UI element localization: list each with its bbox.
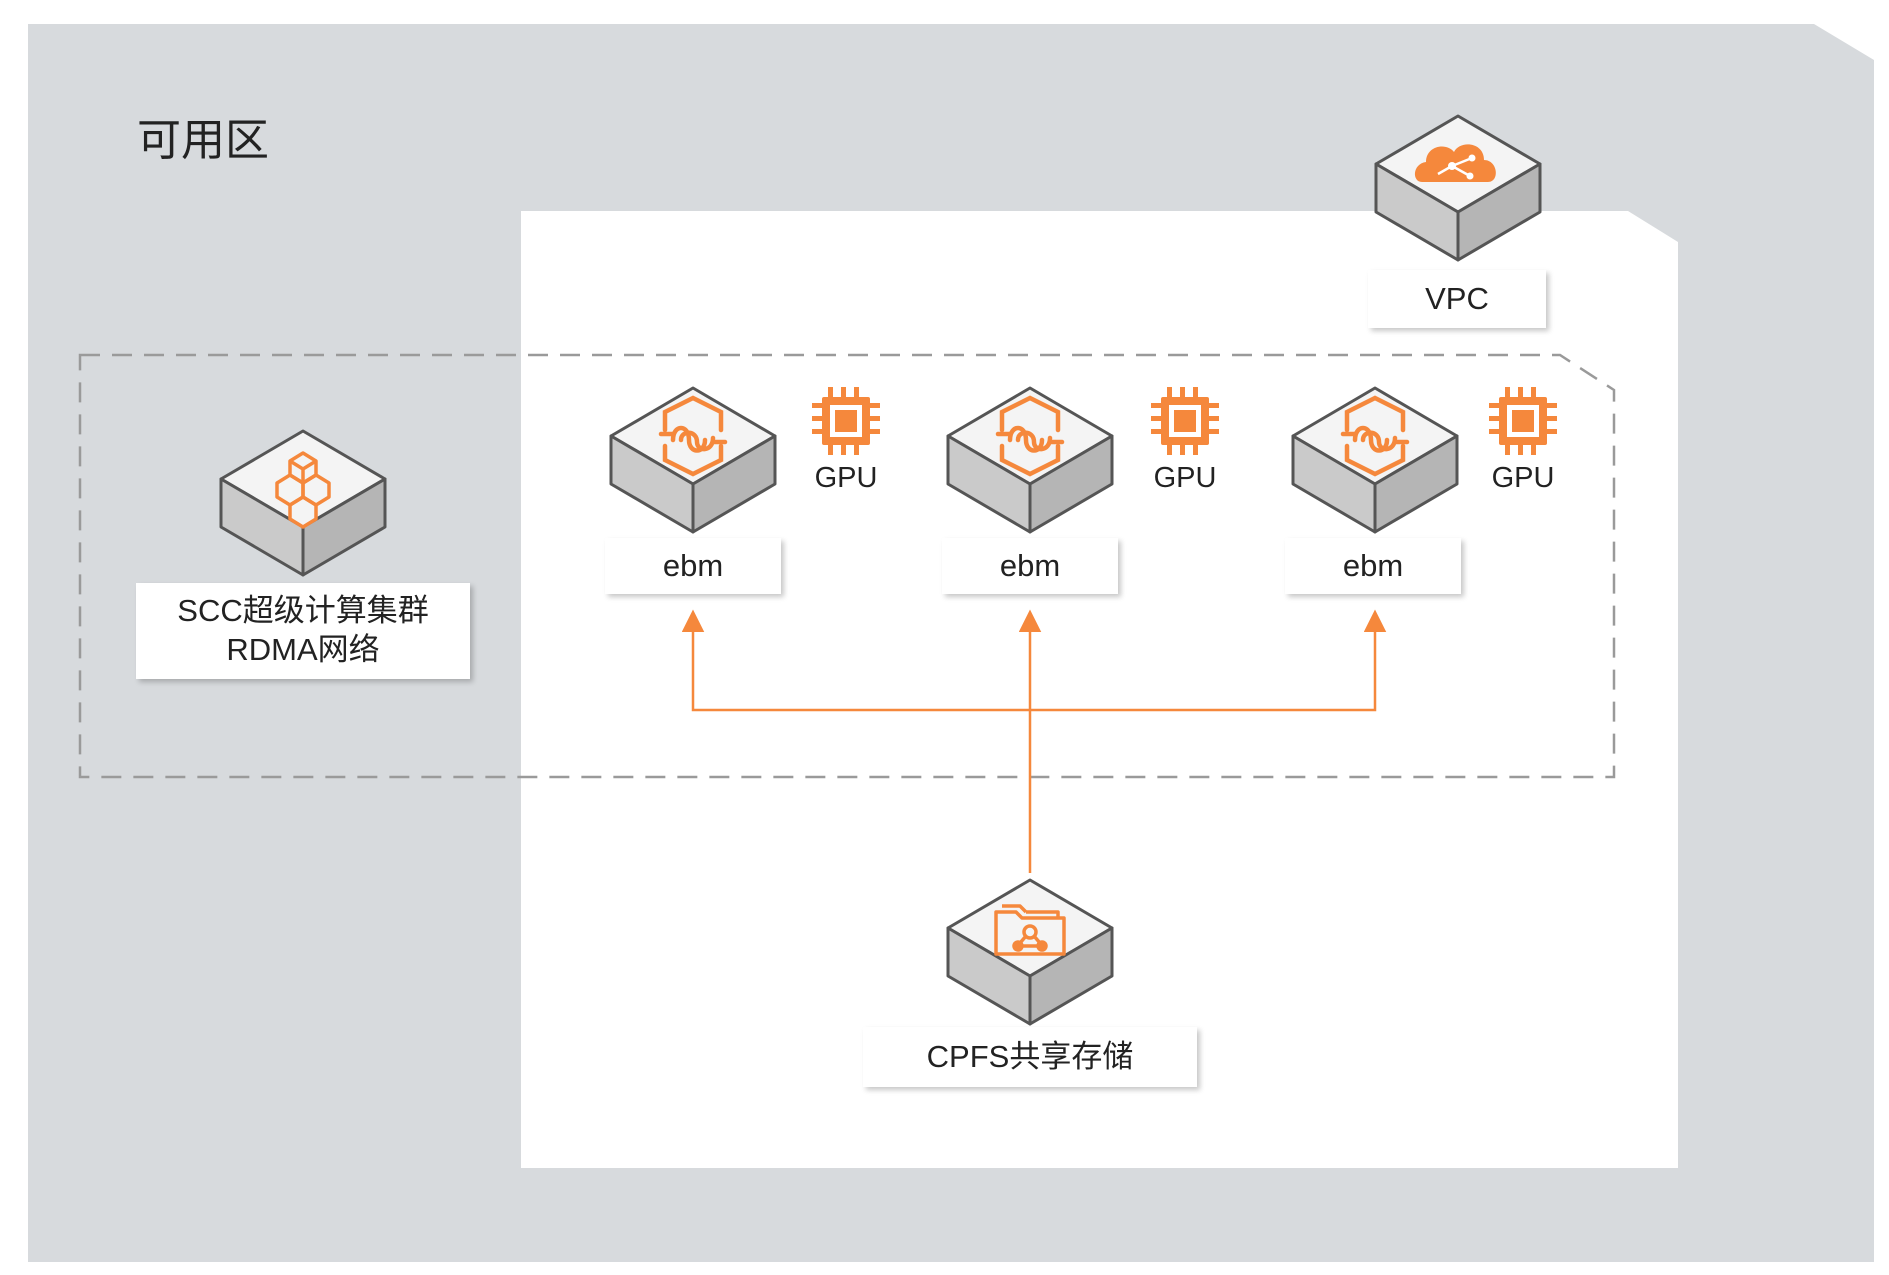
ebm-label-1: ebm [605, 538, 781, 594]
cloud-network-icon [1414, 144, 1496, 182]
storage-label: CPFS共享存储 [863, 1027, 1197, 1087]
gpu-label-2: GPU [1153, 462, 1217, 494]
gpu-label-3: GPU [1491, 462, 1555, 494]
vpc-label: VPC [1368, 270, 1546, 328]
scc-label-line2: RDMA网络 [226, 632, 380, 667]
scc-cube [219, 429, 387, 577]
zone-title: 可用区 [137, 116, 269, 165]
vpc-cube [1374, 114, 1542, 262]
storage-branch-line [681, 609, 1387, 712]
shared-folder-icon [994, 904, 1066, 956]
storage-cube [946, 878, 1114, 1026]
rdma-network-region [78, 353, 1616, 779]
ebm-label-3: ebm [1285, 538, 1461, 594]
storage-connectors [681, 609, 1387, 873]
ebm-label-2: ebm [942, 538, 1118, 594]
scc-label: SCC超级计算集群 RDMA网络 [136, 583, 470, 679]
cluster-cubes-icon [275, 451, 331, 529]
gpu-label-1: GPU [814, 462, 878, 494]
scc-label-line1: SCC超级计算集群 [177, 593, 429, 629]
